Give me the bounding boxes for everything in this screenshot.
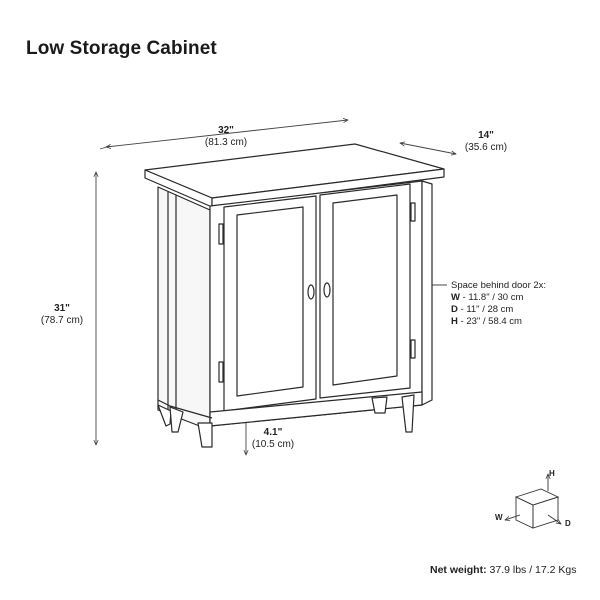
door-space-note: Space behind door 2x: W - 11.8" / 30 cm …	[451, 280, 546, 328]
net-weight: Net weight: 37.9 lbs / 17.2 Kgs	[430, 564, 577, 576]
door-space-heading: Space behind door 2x:	[451, 280, 547, 291]
depth-dimension-line	[400, 143, 456, 154]
axes-cube-icon	[505, 474, 561, 529]
door-space-width: W - 11.8" / 30 cm	[451, 292, 524, 303]
page-title: Low Storage Cabinet	[26, 38, 217, 59]
cabinet-drawing	[144, 143, 445, 448]
height-label: 31" (78.7 cm)	[40, 303, 84, 326]
door-space-height: H - 23" / 58.4 cm	[451, 316, 522, 327]
width-dimension-line	[99, 120, 348, 150]
depth-label: 14" (35.6 cm)	[464, 130, 508, 153]
axis-h-label: H	[549, 469, 555, 478]
axis-d-label: D	[565, 519, 571, 528]
axis-w-label: W	[495, 513, 503, 522]
clearance-label: 4.1" (10.5 cm)	[251, 427, 295, 450]
door-space-depth: D - 11" / 28 cm	[451, 304, 514, 315]
width-label: 32" (81.3 cm)	[204, 125, 248, 148]
